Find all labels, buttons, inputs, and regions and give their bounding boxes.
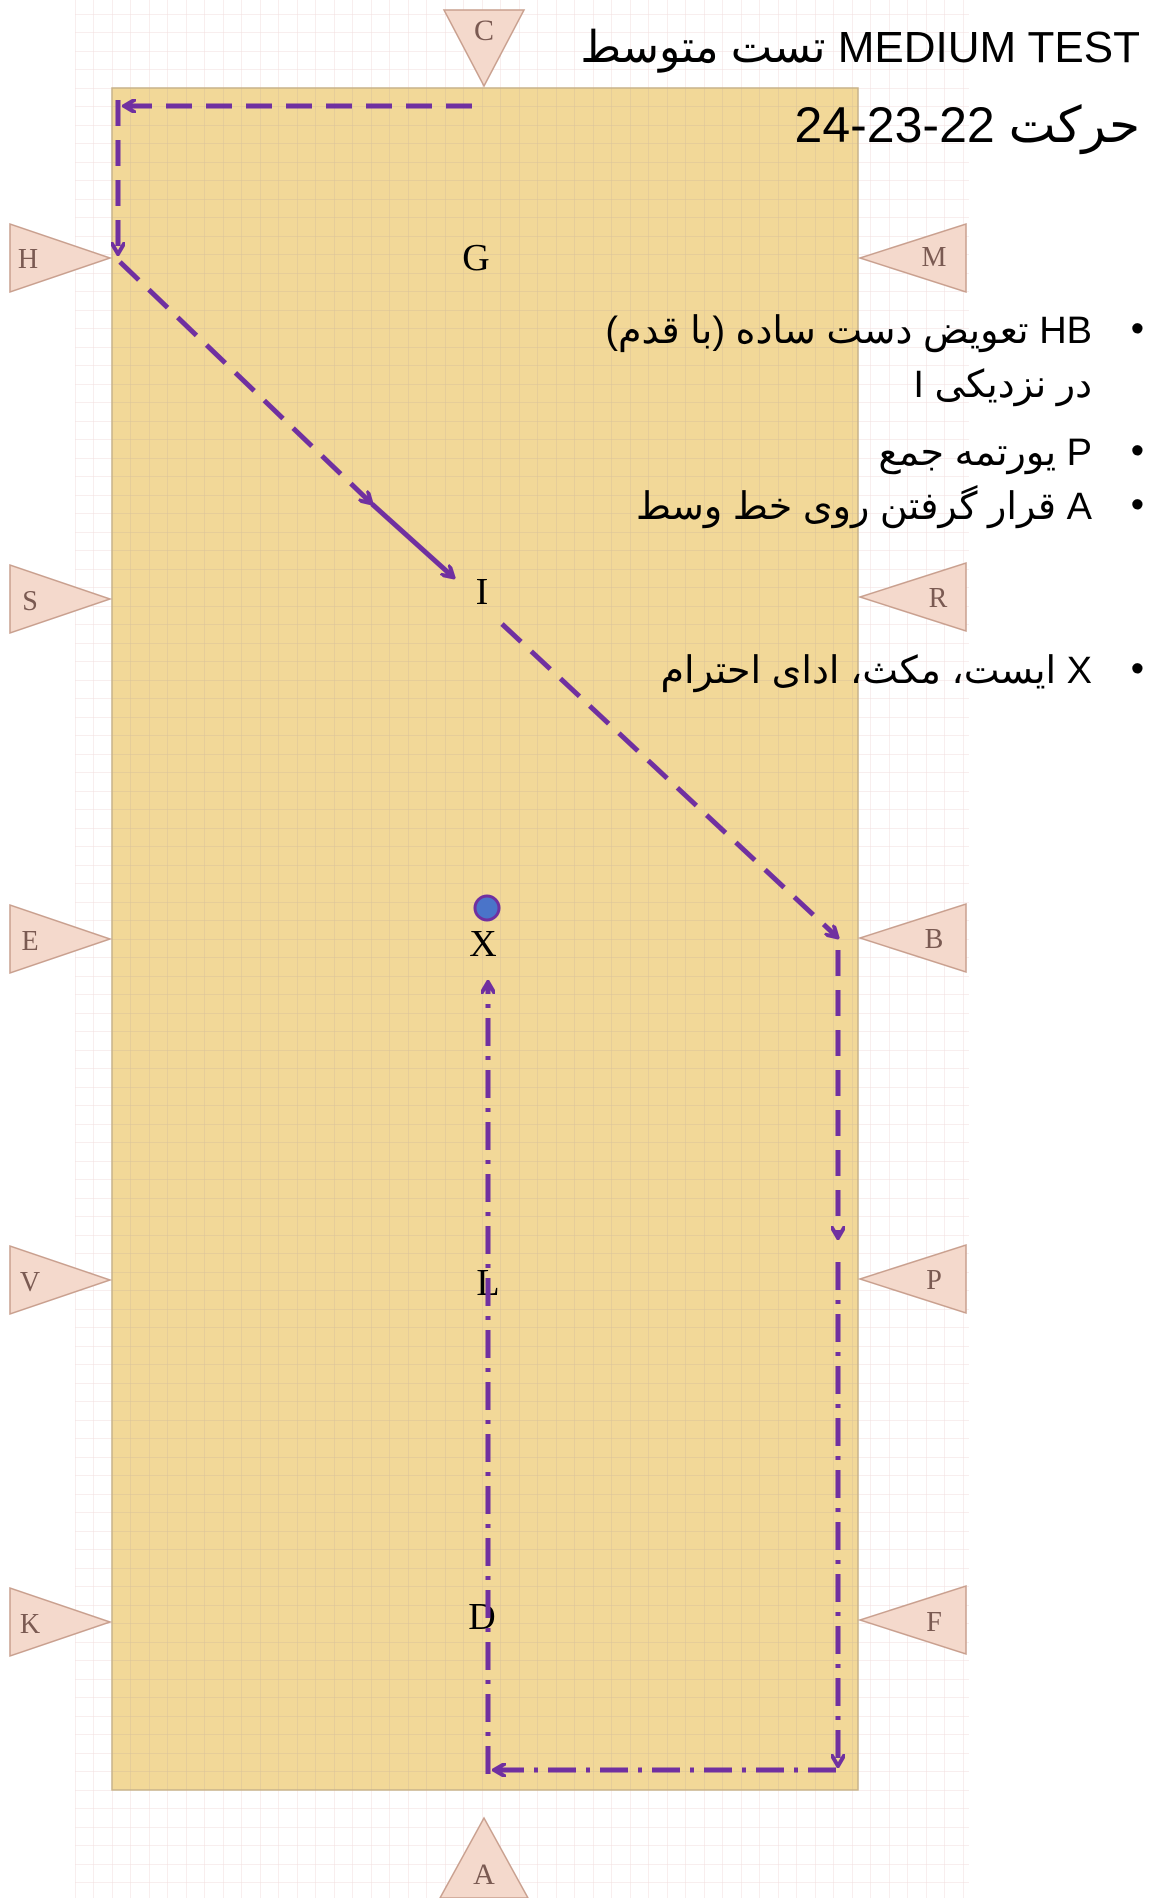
marker-p-label: P (926, 1265, 942, 1296)
marker-k: K (9, 1586, 113, 1658)
marker-s: S (9, 563, 113, 635)
arena-grid (111, 87, 859, 1791)
marker-m: M (857, 222, 967, 294)
letter-d: D (468, 1596, 495, 1638)
marker-c-label: C (474, 14, 494, 47)
letter-g: G (462, 237, 489, 279)
marker-b: B (857, 902, 967, 974)
halt-dot (473, 894, 501, 922)
letter-x: X (469, 923, 496, 965)
marker-m-label: M (922, 242, 947, 273)
note-text: HB تعویض دست ساده (با قدم) (605, 310, 1092, 352)
marker-h-label: H (18, 244, 38, 275)
marker-s-label: S (22, 586, 38, 617)
note-text: P یورتمه جمع (878, 432, 1092, 474)
note-text: A قرار گرفتن روی خط وسط (635, 486, 1092, 528)
marker-a: A (439, 1816, 529, 1898)
note-text-continued: در نزدیکی I (913, 364, 1092, 406)
bullet-icon: • (1130, 430, 1144, 472)
marker-f: F (857, 1584, 967, 1656)
note-item: • X ایست، مکث، ادای احترام (598, 648, 1158, 696)
bullet-icon: • (1130, 648, 1144, 690)
movement-paths (118, 100, 838, 1774)
marker-r-label: R (929, 583, 948, 614)
marker-e: E (9, 903, 113, 975)
note-item: • HB تعویض دست ساده (با قدم) در نزدیکی I (598, 308, 1158, 408)
marker-f-label: F (926, 1607, 942, 1638)
path-i-b (500, 622, 836, 936)
marker-b-label: B (925, 924, 944, 955)
path-h-diagonal (118, 260, 370, 502)
note-item: • A قرار گرفتن روی خط وسط (598, 484, 1158, 532)
marker-a-label: A (473, 1858, 495, 1891)
marker-v-label: V (20, 1267, 40, 1298)
marker-e-label: E (21, 926, 38, 957)
marker-k-label: K (20, 1609, 40, 1640)
letter-i: I (476, 571, 489, 613)
note-item: • P یورتمه جمع (598, 430, 1158, 478)
marker-c: C (442, 9, 526, 88)
marker-r: R (857, 561, 967, 633)
title-line-2: حرکت 22-23-24 (794, 97, 1140, 153)
marker-h: H (9, 222, 113, 294)
path-solid-to-i (370, 502, 452, 576)
bullet-icon: • (1130, 484, 1144, 526)
marker-v: V (9, 1244, 113, 1316)
note-text: X ایست، مکث، ادای احترام (660, 650, 1092, 692)
title-line-1: تست متوسط MEDIUM TEST (580, 23, 1140, 72)
marker-p: P (857, 1243, 967, 1315)
bullet-icon: • (1130, 308, 1144, 350)
